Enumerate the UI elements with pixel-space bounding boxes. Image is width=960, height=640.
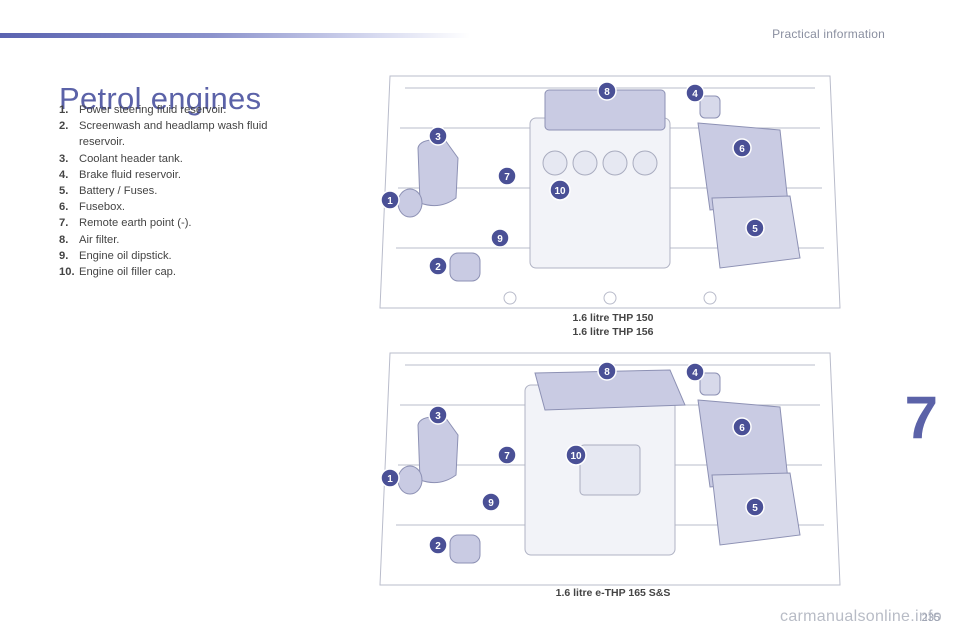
marker-1: 1	[380, 468, 400, 488]
diagram-caption-1: 1.6 litre THP 150 1.6 litre THP 156	[463, 311, 763, 339]
svg-text:4: 4	[692, 368, 698, 379]
component-legend: 1. Power steering fluid reservoir. 2. Scre…	[59, 102, 304, 280]
engine-bay-diagram-thp150: 1 2 3 4 5 6 7 8 9 10	[360, 68, 860, 310]
svg-text:7: 7	[504, 451, 510, 462]
legend-item: 3. Coolant header tank.	[59, 151, 304, 167]
svg-text:2: 2	[435, 262, 441, 273]
legend-item: 7. Remote earth point (-).	[59, 215, 304, 231]
legend-text: Coolant header tank.	[79, 152, 183, 165]
legend-text: Power steering fluid reservoir.	[79, 104, 227, 116]
marker-2: 2	[428, 535, 448, 555]
marker-10: 10	[565, 444, 587, 466]
page-number: 235	[921, 612, 940, 624]
marker-8: 8	[597, 81, 617, 101]
marker-7: 7	[497, 445, 517, 465]
svg-text:9: 9	[488, 498, 494, 509]
marker-5: 5	[745, 218, 765, 238]
svg-text:3: 3	[435, 411, 441, 422]
marker-4: 4	[685, 362, 705, 382]
svg-text:8: 8	[604, 367, 610, 378]
svg-text:6: 6	[739, 423, 745, 434]
section-title: Practical information	[772, 27, 885, 41]
marker-6: 6	[732, 138, 752, 158]
legend-text: Fusebox.	[79, 201, 126, 214]
svg-text:5: 5	[752, 503, 758, 514]
legend-text: Screenwash and headlamp wash fluid reser…	[79, 120, 268, 149]
legend-number: 10.	[59, 266, 75, 279]
chapter-number: 7	[904, 384, 938, 451]
legend-text: Engine oil filler cap.	[79, 266, 177, 279]
caption-line: 1.6 litre THP 150	[572, 312, 654, 324]
svg-text:10: 10	[570, 451, 582, 462]
svg-text:7: 7	[504, 172, 510, 183]
legend-item: 4. Brake fluid reservoir.	[59, 167, 304, 183]
legend-item: 2. Screenwash and headlamp wash fluid res…	[59, 118, 304, 150]
legend-text: Brake fluid reservoir.	[79, 168, 181, 181]
watermark: carmanualsonline.info	[780, 608, 942, 625]
caption-line: 1.6 litre THP 156	[572, 326, 654, 338]
legend-number: 9.	[59, 249, 69, 262]
legend-number: 1.	[59, 104, 69, 116]
legend-number: 6.	[59, 201, 69, 214]
svg-text:4: 4	[692, 89, 698, 100]
legend-number: 4.	[59, 168, 69, 181]
svg-text:3: 3	[435, 132, 441, 143]
caption-line: 1.6 litre e-THP 165 S&S	[555, 587, 671, 599]
legend-number: 2.	[59, 120, 69, 133]
legend-number: 7.	[59, 217, 69, 230]
svg-text:9: 9	[497, 234, 503, 245]
marker-1: 1	[380, 190, 400, 210]
marker-2: 2	[428, 256, 448, 276]
legend-item: 6. Fusebox.	[59, 199, 304, 215]
legend-number: 3.	[59, 152, 69, 165]
svg-text:2: 2	[435, 541, 441, 552]
legend-text: Air filter.	[79, 233, 120, 246]
marker-10: 10	[549, 179, 571, 201]
engine-bay-illustration: 1 2 3 4 5 6 7 8 9 10	[379, 75, 841, 309]
marker-5: 5	[745, 497, 765, 517]
legend-item: 1. Power steering fluid reservoir.	[59, 102, 304, 118]
page-title: Petrol engines	[59, 80, 262, 116]
legend-item: 10. Engine oil filler cap.	[59, 264, 304, 280]
engine-bay-diagram-ethp165: 1 2 3 4 5 6 7 8 9 10	[360, 345, 860, 587]
legend-item: 5. Battery / Fuses.	[59, 183, 304, 199]
marker-3: 3	[428, 405, 448, 425]
legend-text: Remote earth point (-).	[79, 217, 192, 230]
engine-bay-illustration: 1 2 3 4 5 6 7 8 9 10	[379, 352, 841, 586]
legend-text: Engine oil dipstick.	[79, 249, 172, 262]
legend-text: Battery / Fuses.	[79, 185, 158, 198]
legend-number: 5.	[59, 185, 69, 198]
svg-text:5: 5	[752, 224, 758, 235]
legend-number: 8.	[59, 233, 69, 246]
header-accent-bar	[0, 33, 470, 38]
marker-7: 7	[497, 166, 517, 186]
marker-9: 9	[481, 492, 501, 512]
marker-4: 4	[685, 83, 705, 103]
legend-item: 8. Air filter.	[59, 232, 304, 248]
svg-text:10: 10	[554, 186, 566, 197]
svg-text:8: 8	[604, 87, 610, 98]
marker-9: 9	[490, 228, 510, 248]
legend-item: 9. Engine oil dipstick.	[59, 248, 304, 264]
diagram-caption-2: 1.6 litre e-THP 165 S&S	[463, 586, 763, 600]
svg-text:6: 6	[739, 144, 745, 155]
marker-3: 3	[428, 126, 448, 146]
svg-text:1: 1	[387, 474, 393, 485]
svg-text:1: 1	[387, 196, 393, 207]
marker-8: 8	[597, 361, 617, 381]
marker-6: 6	[732, 417, 752, 437]
